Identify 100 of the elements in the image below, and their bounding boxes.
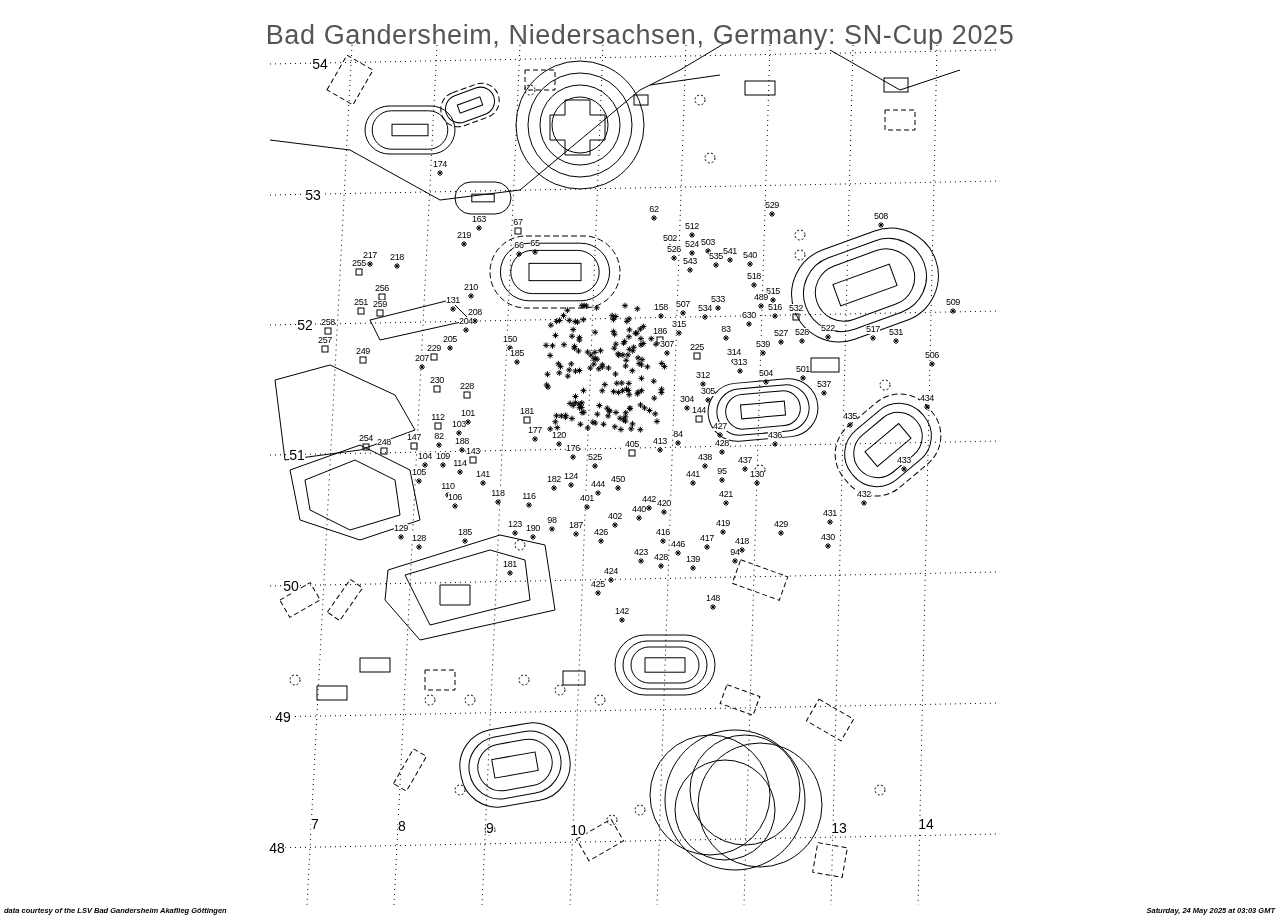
waypoint-number: 501 [795, 365, 811, 374]
coordinate-label: 9 [486, 821, 494, 835]
waypoint-number: 428 [714, 439, 730, 448]
waypoint-number: 177 [527, 426, 543, 435]
waypoint-number: 65 [530, 239, 540, 248]
waypoint-number: 438 [697, 453, 713, 462]
waypoint-number: 185 [457, 528, 473, 537]
waypoint-number: 518 [746, 272, 762, 281]
waypoint-number: 446 [670, 540, 686, 549]
waypoint-number: 522 [820, 324, 836, 333]
waypoint-number: 124 [563, 472, 579, 481]
waypoint-number: 444 [590, 480, 606, 489]
waypoint-number: 110 [441, 482, 455, 491]
waypoint-number: 425 [590, 580, 606, 589]
waypoint-number: 130 [749, 470, 765, 479]
waypoint-number: 187 [568, 521, 584, 530]
coordinate-label: 54 [312, 57, 328, 71]
waypoint-number: 123 [507, 520, 523, 529]
waypoint-number: 418 [734, 537, 750, 546]
waypoint-number: 516 [767, 303, 783, 312]
waypoint-number: 429 [773, 520, 789, 529]
waypoint-number: 105 [411, 468, 427, 477]
waypoint-number: 426 [593, 528, 609, 537]
waypoint-number: 420 [656, 499, 672, 508]
coordinate-label: 52 [297, 318, 313, 332]
waypoint-number: 517 [865, 325, 881, 334]
waypoint-number: 251 [353, 298, 369, 307]
waypoint-number: 258 [320, 318, 336, 327]
waypoint-number: 176 [565, 444, 581, 453]
waypoint-number: 101 [460, 409, 476, 418]
map-title: Bad Gandersheim, Niedersachsen, Germany: SN-Cup 2025 [264, 20, 1016, 51]
waypoint-number: 150 [502, 335, 518, 344]
waypoint-number: 112 [431, 413, 445, 422]
waypoint-number: 489 [753, 293, 769, 302]
waypoint-number: 188 [454, 437, 470, 446]
waypoint-number: 254 [358, 434, 374, 443]
waypoint-number: 144 [691, 406, 707, 415]
waypoint-number: 526 [666, 245, 682, 254]
waypoint-number: 437 [737, 456, 753, 465]
waypoint-number: 181 [502, 560, 518, 569]
waypoint-number: 158 [653, 303, 669, 312]
coordinate-label: 48 [269, 841, 285, 855]
waypoint-number: 304 [679, 395, 695, 404]
waypoint-number: 503 [700, 238, 716, 247]
waypoint-number: 430 [820, 533, 836, 542]
waypoint-number: 186 [652, 327, 668, 336]
waypoint-number: 427 [712, 422, 728, 431]
waypoint-number: 66 [514, 241, 524, 250]
waypoint-number: 436 [767, 431, 783, 440]
waypoint-number: 401 [579, 494, 595, 503]
waypoint-number: 529 [764, 201, 780, 210]
waypoint-number: 531 [888, 328, 904, 337]
waypoint-number: 502 [662, 234, 678, 243]
waypoint-number: 255 [351, 259, 367, 268]
coordinate-label: 10 [570, 823, 586, 837]
waypoint-number: 440 [631, 505, 647, 514]
waypoint-number: 95 [717, 467, 727, 476]
waypoint-number: 528 [794, 328, 810, 337]
waypoint-number: 259 [372, 300, 388, 309]
waypoint-number: 118 [491, 489, 505, 498]
waypoint-number: 94 [730, 548, 740, 557]
waypoint-number: 182 [546, 475, 562, 484]
waypoint-number: 248 [376, 438, 392, 447]
waypoint-number: 442 [641, 495, 657, 504]
waypoint-number: 417 [699, 534, 715, 543]
waypoint-number: 434 [919, 394, 935, 403]
waypoint-number: 98 [547, 516, 557, 525]
waypoint-number: 433 [896, 456, 912, 465]
waypoint-number: 141 [475, 470, 491, 479]
waypoint-number: 208 [467, 308, 483, 317]
waypoint-number: 527 [773, 329, 789, 338]
waypoint-number: 205 [442, 335, 458, 344]
waypoint-number: 441 [685, 470, 701, 479]
waypoint-number: 204 [458, 317, 474, 326]
waypoint-number: 537 [816, 380, 832, 389]
waypoint-number: 185 [509, 349, 525, 358]
waypoint-number: 435 [842, 412, 858, 421]
waypoint-number: 82 [434, 432, 444, 441]
waypoint-number: 116 [522, 492, 536, 501]
waypoint-number: 229 [426, 344, 442, 353]
waypoint-number: 84 [673, 430, 683, 439]
waypoint-number: 190 [525, 524, 541, 533]
waypoint-number: 508 [873, 212, 889, 221]
waypoint-number: 174 [432, 160, 448, 169]
waypoint-number: 314 [726, 348, 742, 357]
waypoint-number: 315 [671, 320, 687, 329]
waypoint-number: 507 [675, 300, 691, 309]
waypoint-number: 428 [653, 553, 669, 562]
waypoint-number: 541 [722, 247, 738, 256]
waypoint-number: 533 [710, 295, 726, 304]
waypoint-number: 423 [633, 548, 649, 557]
coordinate-label: 8 [398, 819, 406, 833]
waypoint-number: 62 [649, 205, 659, 214]
coordinate-label: 49 [275, 710, 291, 724]
coordinate-label: 50 [283, 579, 299, 593]
waypoint-number: 421 [718, 490, 734, 499]
waypoint-number: 148 [705, 594, 721, 603]
waypoint-number: 535 [708, 252, 724, 261]
waypoint-number: 139 [685, 555, 701, 564]
waypoint-number: 432 [856, 490, 872, 499]
